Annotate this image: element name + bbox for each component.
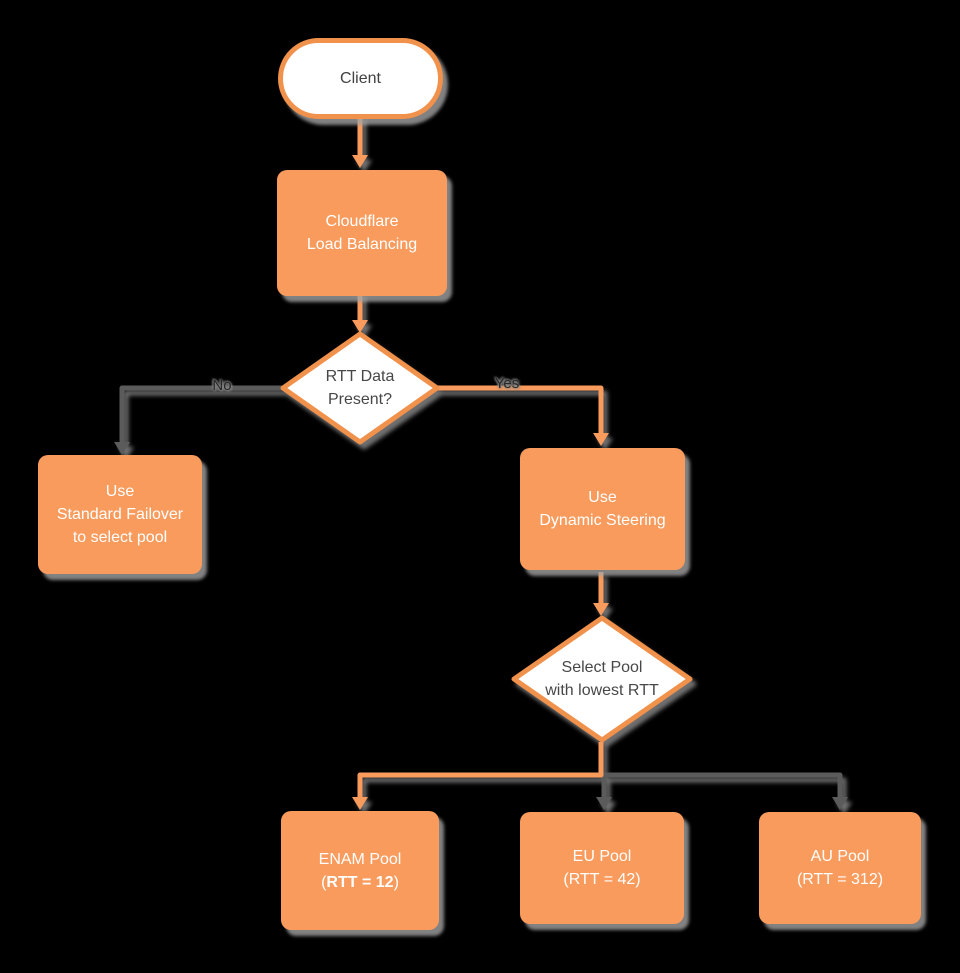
node-select-pool-line1: Select Pool — [561, 659, 643, 676]
edge-no-branch — [119, 385, 285, 444]
enam-rtt-close-paren: ) — [393, 873, 399, 891]
arrowhead-to-select-pool — [593, 603, 609, 616]
node-rtt-decision-line2: Present? — [327, 391, 393, 408]
node-enam-pool-line2: (RTT = 12) — [321, 871, 399, 894]
node-standard-failover-line1: Use — [105, 483, 135, 500]
node-load-balancer-line1: Cloudflare — [325, 213, 399, 230]
node-eu-pool-line2: (RTT = 42) — [563, 871, 641, 888]
edge-yes-branch — [436, 385, 604, 435]
node-au-pool-line2: (RTT = 312) — [796, 871, 884, 888]
node-eu-pool: EU Pool (RTT = 42) — [520, 812, 684, 924]
arrowhead-to-load-balancer — [352, 155, 368, 168]
node-select-pool-label: Select Pool with lowest RTT — [514, 618, 690, 740]
node-standard-failover-line2: Standard Failover — [56, 506, 184, 523]
node-enam-pool-line1: ENAM Pool — [318, 850, 402, 868]
node-dynamic-steering: Use Dynamic Steering — [520, 448, 685, 570]
node-client-label: Client — [340, 69, 381, 87]
enam-rtt-open-paren: ( — [321, 873, 327, 891]
node-select-pool-line2: with lowest RTT — [545, 682, 659, 699]
edge-to-enam-pool — [357, 742, 604, 799]
node-rtt-decision-line1: RTT Data — [325, 368, 395, 385]
node-eu-pool-line1: EU Pool — [572, 848, 632, 865]
node-au-pool: AU Pool (RTT = 312) — [759, 812, 921, 924]
node-standard-failover-line3: to select pool — [72, 529, 168, 546]
arrowhead-to-enam-pool — [352, 797, 368, 810]
enam-rtt-value: RTT = 12 — [326, 873, 394, 891]
arrowhead-to-eu-pool — [596, 797, 612, 810]
edge-label-no: No — [212, 376, 232, 394]
arrowhead-to-rtt-decision — [352, 320, 368, 333]
arrowhead-to-au-pool — [832, 797, 848, 810]
node-standard-failover: Use Standard Failover to select pool — [38, 455, 202, 574]
node-client: Client — [278, 38, 443, 119]
arrowhead-to-dynamic-steering — [593, 433, 609, 446]
edge-label-yes: Yes — [494, 374, 520, 392]
node-load-balancer: Cloudflare Load Balancing — [277, 170, 447, 296]
node-load-balancer-line2: Load Balancing — [306, 236, 418, 253]
node-au-pool-line1: AU Pool — [810, 848, 870, 865]
node-dynamic-steering-line2: Dynamic Steering — [539, 512, 666, 529]
node-dynamic-steering-line1: Use — [588, 489, 617, 506]
decision-select-pool — [511, 615, 693, 743]
decision-rtt-data-present — [280, 331, 440, 445]
edge-to-au-pool — [601, 772, 843, 799]
node-enam-pool: ENAM Pool (RTT = 12) — [281, 811, 439, 930]
arrowhead-to-standard-failover — [114, 442, 130, 455]
node-rtt-decision-label: RTT Data Present? — [283, 334, 437, 442]
